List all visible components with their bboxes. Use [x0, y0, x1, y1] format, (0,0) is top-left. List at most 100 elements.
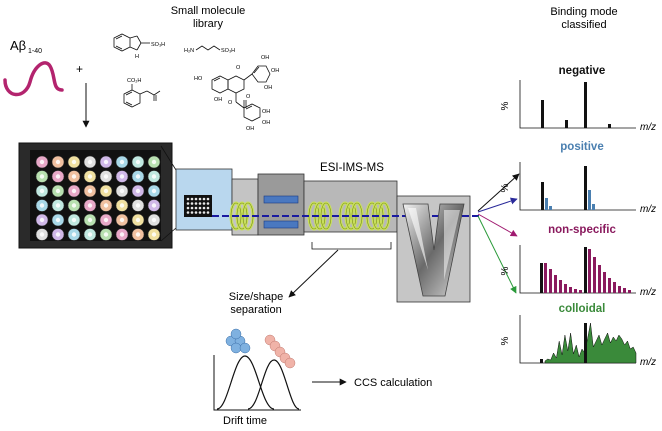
quad-rod-top — [263, 195, 299, 204]
spectrum-peak — [564, 284, 567, 293]
polyphenol-o-carbonyl: O — [246, 94, 251, 100]
spectrum-peak — [549, 206, 552, 210]
separation-title-2: separation — [230, 304, 281, 316]
spectrum-peak — [598, 265, 601, 293]
polyphenol-oh-d3: OH — [246, 126, 254, 132]
mini-well — [198, 202, 202, 205]
aspirin-cooh: CO₂H — [127, 78, 141, 84]
spectrum-peak — [608, 124, 611, 128]
spectrum-peak — [584, 323, 587, 363]
mini-well — [194, 206, 198, 210]
arrow-positive — [477, 197, 518, 213]
x-axis-label: m/z — [640, 357, 656, 368]
polyphenol-oh-b2: OH — [271, 68, 279, 74]
polyphenol-structure — [211, 65, 271, 122]
mini-well — [186, 206, 190, 210]
quad-rod-bottom — [263, 220, 299, 229]
spectrum-peak — [618, 286, 621, 293]
well-grid — [35, 155, 161, 241]
peak-extended — [247, 359, 300, 410]
aspirin-structure — [123, 84, 161, 108]
mini-well — [198, 211, 202, 214]
instrument-title: ESI-IMS-MS — [320, 162, 384, 174]
spectrum-peak — [554, 275, 557, 293]
polyphenol-oh-b3: OH — [264, 85, 272, 91]
compact-ion-cluster-icon — [225, 328, 251, 354]
spectrum-peak — [593, 257, 596, 293]
benzimidazole-structure — [113, 33, 150, 52]
mini-well — [190, 197, 194, 201]
polyphenol-o-ester: O — [228, 100, 233, 106]
mini-well — [206, 206, 210, 210]
benzimidazole-nh: H — [135, 54, 139, 60]
y-axis-label: % — [500, 336, 511, 345]
mini-well-grid — [186, 197, 210, 214]
polyphenol-o-ring: O — [236, 65, 241, 71]
instrument-schematic: ESI-IMS-MS — [175, 162, 482, 303]
peptide-label: Aβ — [10, 38, 26, 53]
y-axis-label: % — [500, 183, 511, 192]
spectrum-peak — [549, 269, 552, 293]
homotaurine-structure — [195, 45, 221, 51]
spectrum-peak — [584, 247, 587, 293]
mini-well — [186, 197, 190, 201]
spectrum-peak — [588, 190, 591, 210]
spectrum-peak — [541, 182, 544, 210]
spectrum-peak — [592, 204, 595, 210]
spectrum-peak — [545, 198, 548, 210]
ccs-label: CCS calculation — [354, 377, 432, 389]
panel-title: non-specific — [548, 224, 616, 236]
drift-axes — [213, 355, 301, 411]
mini-well — [202, 211, 206, 214]
peptide-group: Aβ 1-40 + — [3, 38, 90, 128]
y-axis-label: % — [500, 101, 511, 110]
mini-well — [202, 206, 206, 210]
mini-well — [202, 197, 206, 201]
mobility-bracket — [311, 242, 392, 250]
binding-mode-panels: Binding mode classified %m/znegative%m/z… — [500, 6, 656, 368]
separation-arrow — [288, 249, 339, 298]
mini-well — [206, 197, 210, 201]
panel-title: positive — [560, 141, 603, 153]
spectrum-peak — [565, 120, 568, 128]
mini-well — [190, 206, 194, 210]
classification-arrows — [477, 173, 520, 294]
peak-compact — [216, 355, 275, 410]
mini-well — [206, 202, 210, 205]
polyphenol-oh-d2: OH — [262, 120, 270, 126]
benzimidazole-so3h: SO₃H — [151, 42, 165, 48]
polyphenol-ho-a: HO — [194, 76, 203, 82]
mini-well — [186, 211, 190, 214]
spectrum-peak — [613, 282, 616, 293]
library-title-1: Small molecule — [171, 5, 246, 17]
spectrum-peak — [584, 166, 587, 210]
y-axis-label: % — [500, 266, 511, 275]
colloidal-envelope — [544, 322, 637, 364]
spectrum-peak — [541, 100, 544, 128]
molecule-library: Small molecule library SO₃H H CO₂H — [113, 5, 279, 132]
spectrum-peak — [579, 290, 582, 293]
mini-well — [194, 202, 198, 205]
spectrum-peak — [623, 288, 626, 293]
panel-title: negative — [559, 65, 606, 77]
binding-panel-positive: % m/z positive — [500, 141, 656, 215]
spectrum-peak — [584, 82, 587, 128]
mini-well — [206, 211, 210, 214]
spectrum-peak — [540, 359, 543, 363]
x-axis-label: m/z — [640, 122, 656, 133]
extended-ion-chain-icon — [264, 334, 296, 369]
panel-axes — [519, 162, 636, 211]
spectrum-peak — [569, 287, 572, 293]
mini-well — [198, 197, 202, 201]
mini-well — [190, 211, 194, 214]
separation-panel: Size/shape separation Drift time CCS cal… — [213, 291, 432, 427]
library-title-2: library — [193, 18, 223, 30]
x-axis-label: m/z — [640, 204, 656, 215]
mini-well — [190, 202, 194, 205]
plus-sign: + — [76, 62, 83, 76]
spectrum-peak — [574, 289, 577, 293]
mini-plate-icon — [184, 195, 212, 217]
